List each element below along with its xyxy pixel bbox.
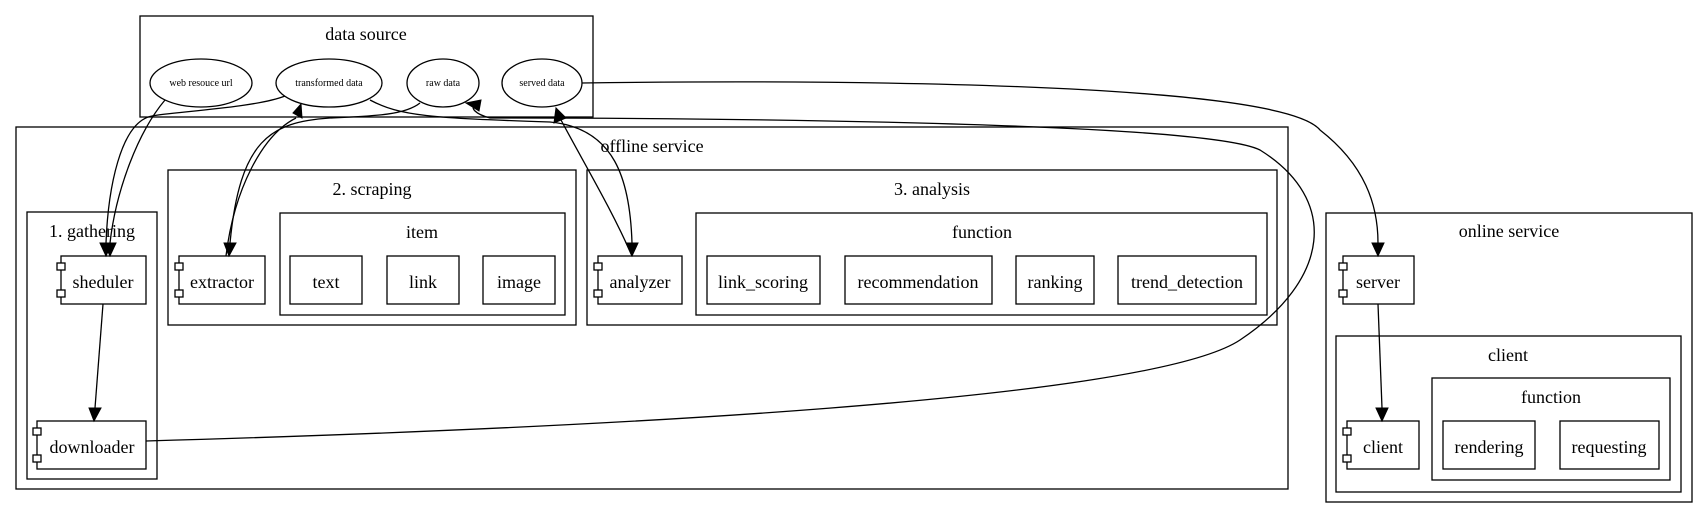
- node-transformed-data: transformed data: [275, 58, 383, 108]
- cluster-title-analysis-function: function: [952, 222, 1012, 242]
- cluster-title-item: item: [406, 222, 438, 242]
- function-label-ranking: ranking: [1028, 272, 1083, 292]
- cluster-client: client: [1335, 335, 1682, 493]
- cluster-title-online-service: online service: [1459, 221, 1559, 241]
- item-label-text: text: [313, 272, 340, 292]
- edge-web-url-to-sheduler: [109, 99, 166, 244]
- component-server: server: [1338, 255, 1415, 305]
- node-web-resource-url: web resouce url: [149, 58, 253, 108]
- component-sheduler: sheduler: [56, 255, 147, 305]
- cluster-title-analysis: 3. analysis: [894, 179, 970, 199]
- function-label-rendering: rendering: [1455, 437, 1524, 457]
- cluster-data-source: data source: [139, 15, 594, 118]
- edge-arrowhead: [88, 407, 102, 423]
- component-label-sheduler: sheduler: [73, 272, 134, 292]
- function-trend-detection: trend_detection: [1117, 255, 1257, 305]
- cluster-analysis-function: function: [695, 212, 1268, 316]
- edge-arrowhead: [553, 106, 567, 124]
- edge-served-to-server: [581, 81, 1379, 244]
- cluster-title-client-function: function: [1521, 387, 1581, 407]
- item-text: text: [289, 255, 363, 305]
- edge-arrowhead: [464, 99, 482, 112]
- edge-extractor-to-transformed: [225, 117, 297, 257]
- node-label-served-data: served data: [519, 78, 565, 89]
- edge-transformed-to-analyzer: [369, 99, 633, 244]
- function-rendering: rendering: [1442, 420, 1536, 470]
- cluster-offline-service: offline service: [15, 126, 1289, 490]
- edge-arrowhead: [99, 242, 113, 258]
- component-label-client: client: [1363, 437, 1403, 457]
- item-link: link: [386, 255, 460, 305]
- function-link-scoring: link_scoring: [706, 255, 821, 305]
- edge-raw-data-to-extractor: [229, 102, 421, 244]
- item-image: image: [482, 255, 556, 305]
- function-recommendation: recommendation: [844, 255, 993, 305]
- node-label-transformed-data: transformed data: [295, 78, 363, 89]
- edge-server-to-client: [1377, 303, 1383, 409]
- cluster-gathering: 1. gathering: [26, 211, 158, 480]
- cluster-item: item: [279, 212, 566, 316]
- component-label-analyzer: analyzer: [610, 272, 671, 292]
- function-label-recommendation: recommendation: [858, 272, 979, 292]
- function-label-requesting: requesting: [1572, 437, 1647, 457]
- cluster-scraping: 2. scraping: [167, 169, 577, 326]
- function-ranking: ranking: [1015, 255, 1095, 305]
- edge-arrowhead: [1371, 242, 1385, 258]
- node-raw-data: raw data: [406, 58, 480, 108]
- cluster-title-scraping: 2. scraping: [333, 179, 412, 199]
- component-extractor: extractor: [174, 255, 266, 305]
- node-label-web-resource-url: web resouce url: [169, 78, 233, 89]
- edge-downloader-to-raw-data: [145, 103, 1315, 442]
- cluster-title-client: client: [1488, 345, 1528, 365]
- node-served-data: served data: [501, 58, 583, 108]
- function-label-trend-detection: trend_detection: [1131, 272, 1243, 292]
- cluster-title-data-source: data source: [325, 24, 406, 44]
- component-label-extractor: extractor: [190, 272, 254, 292]
- cluster-title-offline-service: offline service: [600, 136, 703, 156]
- cluster-client-function: function: [1431, 377, 1671, 481]
- edge-arrowhead: [1375, 407, 1389, 423]
- item-label-link: link: [409, 272, 437, 292]
- function-requesting: requesting: [1559, 420, 1660, 470]
- edge-arrowhead: [292, 102, 303, 119]
- component-downloader: downloader: [32, 420, 147, 470]
- component-client: client: [1342, 420, 1420, 470]
- cluster-analysis: 3. analysis: [586, 169, 1278, 326]
- component-analyzer: analyzer: [593, 255, 683, 305]
- function-label-link-scoring: link_scoring: [718, 272, 808, 292]
- edges: [88, 81, 1389, 442]
- component-label-downloader: downloader: [50, 437, 135, 457]
- edge-sheduler-to-downloader: [94, 303, 104, 409]
- cluster-online-service: online service: [1325, 212, 1693, 503]
- item-label-image: image: [497, 272, 541, 292]
- edge-transformed-to-sheduler: [105, 95, 286, 244]
- cluster-title-gathering: 1. gathering: [49, 221, 135, 241]
- edge-analyzer-to-served: [560, 119, 633, 257]
- component-label-server: server: [1356, 272, 1400, 292]
- edge-arrowhead: [625, 242, 639, 258]
- node-label-raw-data: raw data: [426, 78, 461, 89]
